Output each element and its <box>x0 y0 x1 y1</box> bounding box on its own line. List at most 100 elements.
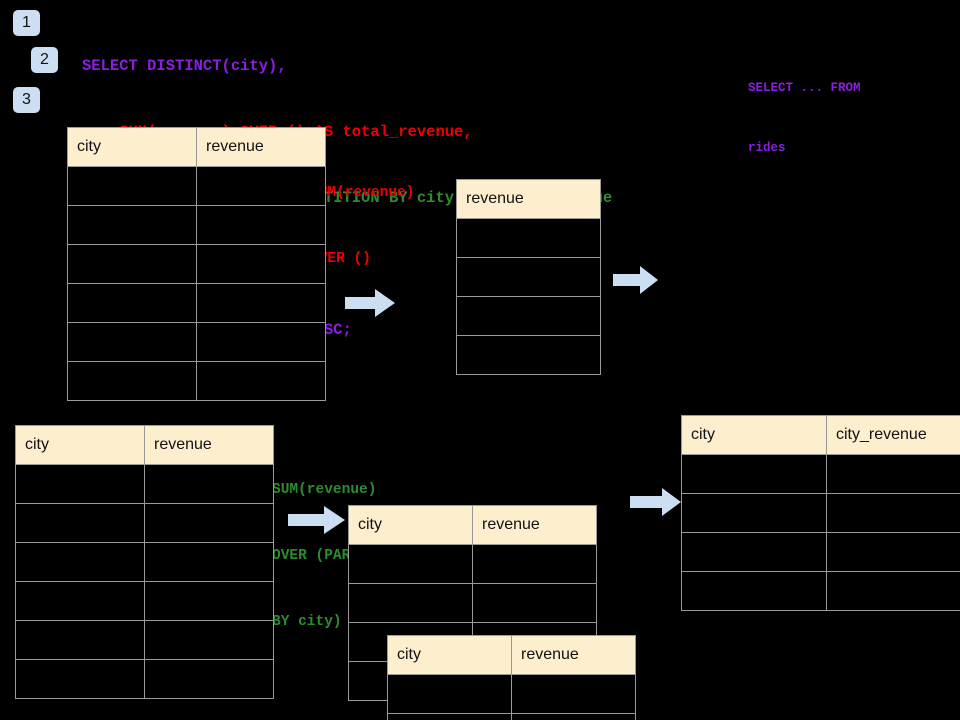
table-total-revenue: revenue <box>456 179 601 375</box>
cell <box>67 205 197 245</box>
cell <box>144 659 274 699</box>
table-header-row: revenue <box>456 179 601 219</box>
column-header-revenue: revenue <box>456 179 601 219</box>
note-select-from-rides: SELECT ... FROM rides <box>748 38 861 198</box>
cell <box>15 620 145 660</box>
table-row <box>15 620 274 660</box>
annotation-total-revenue-line-1: SUM(revenue) <box>310 185 415 201</box>
table-row <box>348 583 597 623</box>
table-row <box>456 257 601 297</box>
sql-line-select: SELECT DISTINCT(city), <box>82 57 287 75</box>
annotation-city-revenue-line-1: SUM(revenue) <box>272 482 377 498</box>
table-header-row: city revenue <box>348 505 597 545</box>
table-row <box>387 674 636 714</box>
cell <box>681 532 827 572</box>
table-row <box>681 493 960 533</box>
cell <box>196 361 326 401</box>
cell <box>67 322 197 362</box>
cell <box>144 542 274 582</box>
cell <box>196 166 326 206</box>
table-source-top: city revenue <box>67 127 326 401</box>
cell <box>15 503 145 543</box>
cell <box>348 544 473 584</box>
cell <box>456 218 601 258</box>
cell <box>826 493 960 533</box>
cell <box>472 544 597 584</box>
table-row <box>15 659 274 699</box>
annotation-city-revenue: SUM(revenue) OVER (PARTITION BY city) <box>272 435 403 677</box>
table-source-bottom: city revenue <box>15 425 274 699</box>
annotation-city-revenue-line-3: BY city) <box>272 614 342 630</box>
cell <box>511 674 636 714</box>
table-row <box>15 542 274 582</box>
column-header-city: city <box>387 635 512 675</box>
arrow-source-to-partition-icon <box>288 506 345 534</box>
cell <box>15 464 145 504</box>
column-header-city: city <box>67 127 197 167</box>
cell <box>196 322 326 362</box>
cell <box>15 581 145 621</box>
cell <box>196 205 326 245</box>
table-row <box>387 713 636 720</box>
cell <box>196 244 326 284</box>
cell <box>456 296 601 336</box>
table-header-row: city revenue <box>387 635 636 675</box>
cell <box>144 581 274 621</box>
table-header-row: city city_revenue <box>681 415 960 455</box>
table-header-row: city revenue <box>67 127 326 167</box>
cell <box>681 454 827 494</box>
step-badge-1: 1 <box>13 10 40 36</box>
cell <box>196 283 326 323</box>
cell <box>681 571 827 611</box>
arrow-source-to-total-icon <box>345 289 395 317</box>
cell <box>456 257 601 297</box>
column-header-city: city <box>15 425 145 465</box>
cell <box>144 464 274 504</box>
table-row <box>15 464 274 504</box>
column-header-revenue: revenue <box>196 127 326 167</box>
arrow-total-to-result-icon <box>613 266 658 294</box>
table-row <box>67 166 326 206</box>
table-row <box>15 581 274 621</box>
cell <box>826 454 960 494</box>
cell <box>67 166 197 206</box>
table-row <box>15 503 274 543</box>
cell <box>15 542 145 582</box>
note-line-2: rides <box>748 141 786 155</box>
cell <box>472 583 597 623</box>
table-row <box>681 571 960 611</box>
cell <box>387 674 512 714</box>
cell <box>15 659 145 699</box>
column-header-city-revenue: city_revenue <box>826 415 960 455</box>
column-header-city: city <box>681 415 827 455</box>
column-header-revenue: revenue <box>472 505 597 545</box>
table-row <box>67 283 326 323</box>
column-header-revenue: revenue <box>511 635 636 675</box>
cell <box>67 244 197 284</box>
cell <box>826 532 960 572</box>
table-row <box>67 205 326 245</box>
table-row <box>348 544 597 584</box>
column-header-city: city <box>348 505 473 545</box>
step-badge-3: 3 <box>13 87 40 113</box>
table-row <box>681 532 960 572</box>
table-partition-front: city revenue <box>387 635 636 720</box>
cell <box>456 335 601 375</box>
table-row <box>67 244 326 284</box>
note-line-1: SELECT ... FROM <box>748 81 861 95</box>
cell <box>511 713 636 720</box>
cell <box>67 283 197 323</box>
table-row <box>681 454 960 494</box>
cell <box>387 713 512 720</box>
table-header-row: city revenue <box>15 425 274 465</box>
step-badge-2: 2 <box>31 47 58 73</box>
table-row <box>456 218 601 258</box>
table-row <box>67 322 326 362</box>
cell <box>144 503 274 543</box>
table-row <box>456 335 601 375</box>
table-result: city city_revenue <box>681 415 960 611</box>
cell <box>681 493 827 533</box>
arrow-partition-to-result-icon <box>630 488 681 516</box>
cell <box>348 583 473 623</box>
